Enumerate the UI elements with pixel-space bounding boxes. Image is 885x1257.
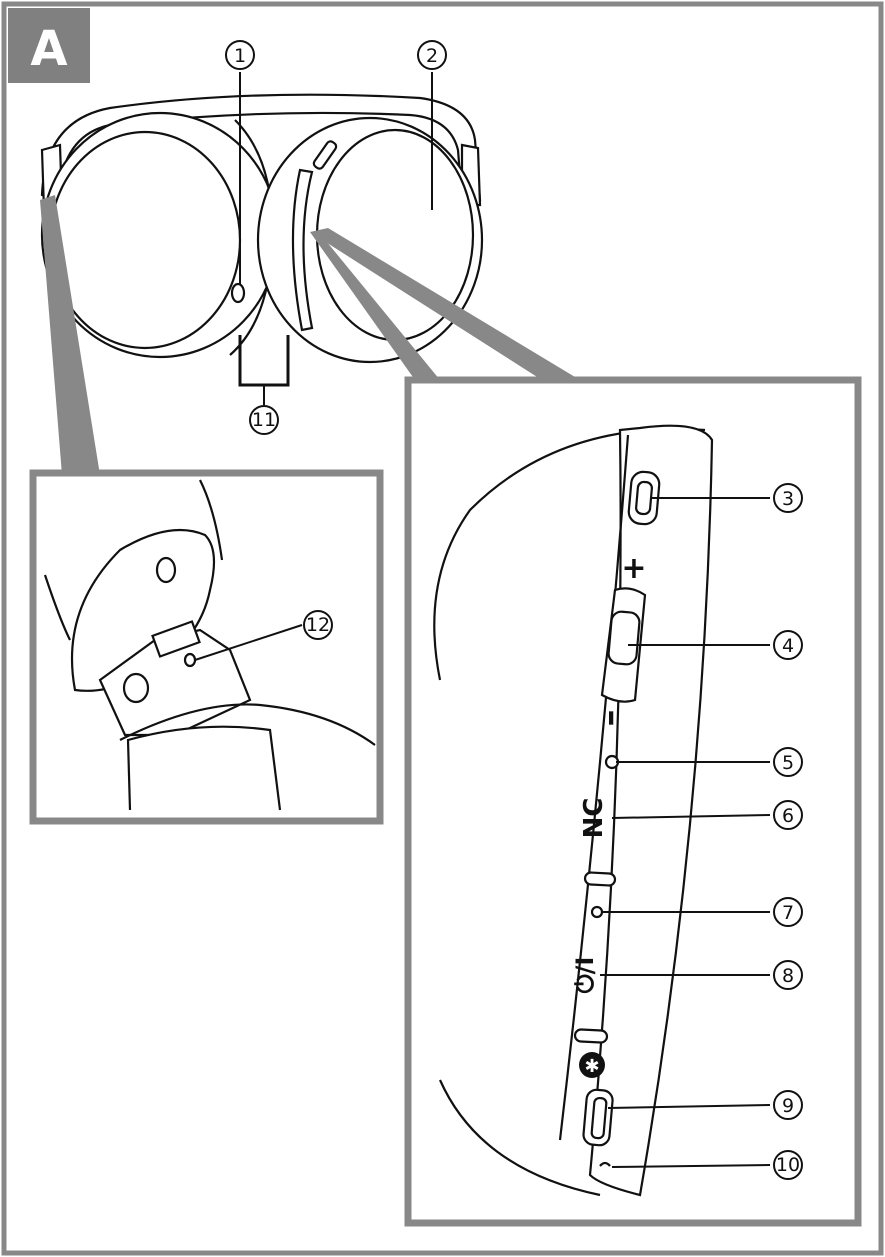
plus-label: + <box>621 551 646 586</box>
earcup-curve-bottom <box>438 1079 601 1197</box>
callout-8: 8 <box>782 965 794 987</box>
bluetooth-glyph: ✱ <box>584 1056 599 1077</box>
mic-hole-12 <box>183 652 197 668</box>
badge-label: A <box>30 21 67 77</box>
strip-inner-edge <box>558 434 630 1141</box>
hinge-slot <box>151 620 201 658</box>
band-lower <box>126 725 282 811</box>
callout-3: 3 <box>782 488 794 510</box>
usb-port-inner <box>590 1096 608 1140</box>
figure-badge <box>8 8 90 83</box>
zoom-wedge-left <box>40 195 100 475</box>
callout-7: 7 <box>782 902 794 924</box>
control-detail <box>433 424 714 1197</box>
callout-5: 5 <box>782 752 794 774</box>
zoom-wedge-right <box>310 228 580 382</box>
callout-6: 6 <box>782 805 794 827</box>
control-strip-small <box>291 168 314 332</box>
power-slot <box>573 1028 609 1044</box>
leader-lines <box>600 497 771 1168</box>
power-label: ⏻/I <box>571 957 599 994</box>
leader-10 <box>611 1164 771 1168</box>
callout-4: 4 <box>782 635 794 657</box>
left-earcup-pad <box>48 130 242 350</box>
mic-hole-10 <box>599 1161 611 1167</box>
callout-1: 1 <box>234 45 246 67</box>
callout-circles <box>225 40 803 1180</box>
headphones-folded <box>40 93 484 364</box>
led-slot-top <box>583 871 617 887</box>
callout-labels: 1 2 3 4 5 6 7 8 9 10 11 12 <box>234 45 800 1176</box>
hinge-detail <box>43 479 376 811</box>
leader-12 <box>194 624 303 661</box>
zoom-wedge-right-2 <box>310 232 440 380</box>
bracket-11 <box>238 335 290 387</box>
callout-11: 11 <box>252 409 276 431</box>
mic-hole-1 <box>230 282 246 304</box>
leader-6 <box>611 814 771 819</box>
callout-2: 2 <box>426 45 438 67</box>
indicator-7 <box>590 905 604 919</box>
small-button <box>312 140 338 170</box>
callout-9: 9 <box>782 1095 794 1117</box>
volume-knob <box>607 610 641 666</box>
minus-label: – <box>593 710 633 727</box>
button-3-inner <box>635 480 653 516</box>
hinge-hole-top <box>155 556 177 584</box>
nc-label: NC <box>579 798 609 839</box>
callout-12: 12 <box>306 614 330 636</box>
leader-9 <box>607 1104 771 1109</box>
callout-10: 10 <box>776 1154 800 1176</box>
hinge-hole-bottom <box>122 672 150 704</box>
bluetooth-icon <box>579 1052 605 1078</box>
